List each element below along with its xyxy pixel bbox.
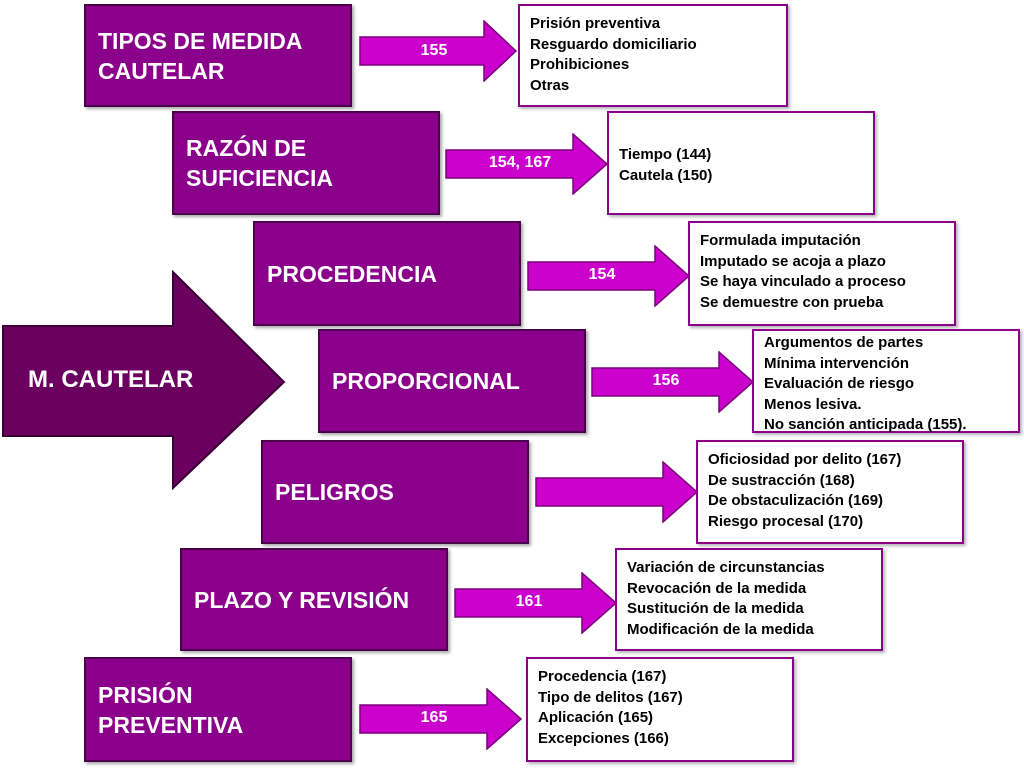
- list-item: Se demuestre con prueba: [700, 293, 884, 311]
- list-item: Mínima intervención: [764, 354, 910, 372]
- topic-tipos-de-medida-cautelar: TIPOS DE MEDIDA CAUTELAR: [84, 4, 352, 107]
- main-arrow: [2, 270, 286, 490]
- list-item: Imputado se acoja a plazo: [700, 252, 886, 270]
- article-ref: 154, 167: [488, 154, 552, 171]
- list-item: Procedencia (167): [538, 668, 667, 685]
- article-ref: 155: [420, 42, 448, 59]
- list-item: Cautela (150): [619, 166, 713, 184]
- info-box-procedencia: Formulada imputación Imputado se acoja a…: [688, 221, 956, 326]
- list-item: Formulada imputación: [700, 232, 861, 249]
- main-label: M. CAUTELAR: [28, 366, 194, 393]
- connector-arrow: [445, 133, 609, 195]
- article-ref: 165: [420, 709, 448, 726]
- list-item: Excepciones (166): [538, 729, 669, 747]
- info-box-plazo: Variación de circunstancias Revocación d…: [615, 548, 883, 651]
- info-box-razon: Tiempo (144) Cautela (150): [607, 111, 875, 215]
- list-item: Tiempo (144): [619, 146, 712, 163]
- list-item: Sustitución de la medida: [627, 600, 804, 617]
- list-item: Prisión preventiva: [530, 15, 661, 32]
- list-item: Riesgo procesal (170): [708, 512, 864, 530]
- topic-proporcional: PROPORCIONAL: [318, 329, 586, 433]
- list-item: Resguardo domiciliario: [530, 35, 697, 53]
- connector-arrow: [535, 461, 699, 523]
- topic-plazo-y-revision: PLAZO Y REVISIÓN: [180, 548, 448, 651]
- list-item: Revocación de la medida: [627, 579, 807, 597]
- topic-razon-de-suficiencia: RAZÓN DE SUFICIENCIA: [172, 111, 440, 215]
- info-box-prision: Procedencia (167) Tipo de delitos (167) …: [526, 657, 794, 762]
- article-ref: 156: [652, 372, 680, 389]
- list-item: Oficiosidad por delito (167): [708, 451, 902, 468]
- info-box-tipos: Prisión preventiva Resguardo domiciliari…: [518, 4, 788, 107]
- connector-arrow: [527, 245, 691, 307]
- list-item: Prohibiciones: [530, 56, 630, 73]
- info-box-peligros: Oficiosidad por delito (167) De sustracc…: [696, 440, 964, 544]
- connector-arrow: [359, 688, 523, 750]
- topic-prision-preventiva: PRISIÓN PREVENTIVA: [84, 657, 352, 762]
- connector-arrow: [359, 20, 518, 82]
- list-item: De sustracción (168): [708, 471, 855, 489]
- list-item: Otras: [530, 76, 570, 94]
- topic-peligros: PELIGROS: [261, 440, 529, 544]
- list-item: Variación de circunstancias: [627, 559, 825, 576]
- list-item: De obstaculización (169): [708, 492, 884, 509]
- list-item: No sanción anticipada (155).: [764, 416, 967, 433]
- info-box-proporcional: Argumentos de partes Mínima intervención…: [752, 329, 1020, 433]
- article-ref: 161: [515, 593, 543, 610]
- connector-arrow: [454, 572, 618, 634]
- list-item: Modificación de la medida: [627, 620, 814, 638]
- list-item: Evaluación de riesgo: [764, 375, 915, 392]
- list-item: Aplicación (165): [538, 709, 654, 726]
- list-item: Argumentos de partes: [764, 334, 924, 351]
- article-ref: 154: [588, 266, 616, 283]
- connector-arrow: [591, 351, 755, 413]
- list-item: Se haya vinculado a proceso: [700, 273, 906, 290]
- list-item: Tipo de delitos (167): [538, 688, 683, 706]
- list-item: Menos lesiva.: [764, 395, 862, 413]
- topic-procedencia: PROCEDENCIA: [253, 221, 521, 326]
